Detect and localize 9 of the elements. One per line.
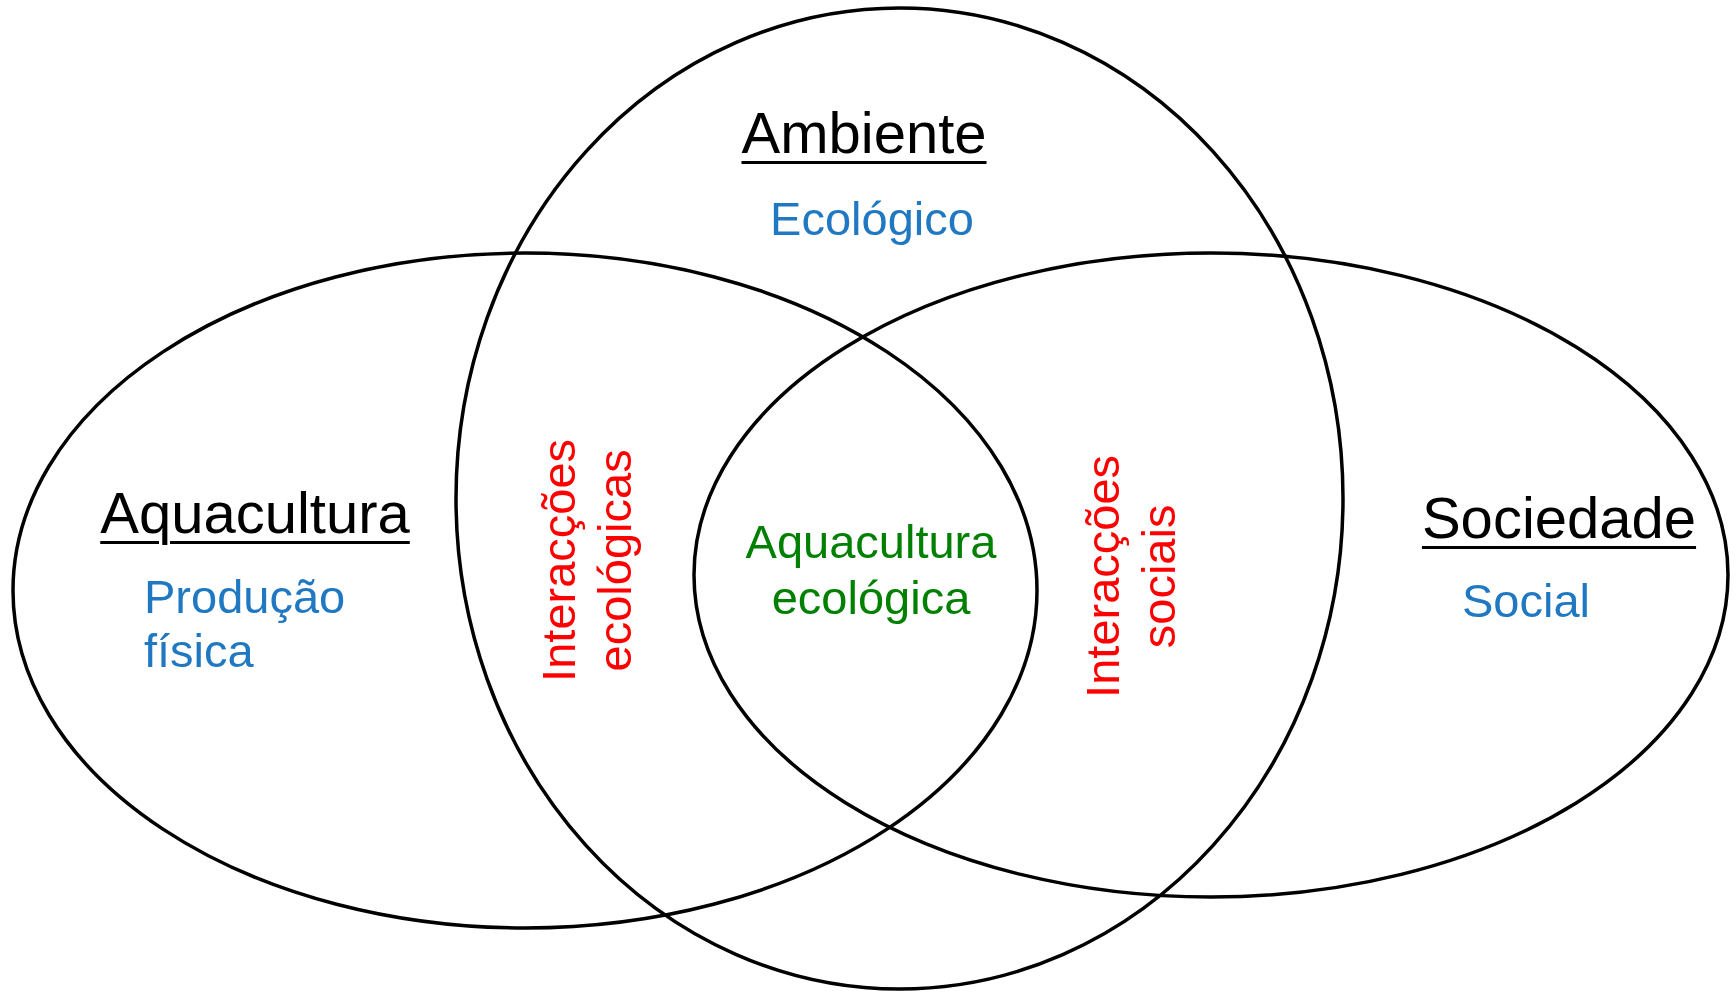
set-heading: Sociedade <box>1421 485 1697 552</box>
set-subtitle: Social <box>1462 574 1590 629</box>
set-heading: Ambiente <box>741 100 987 167</box>
set-subtitle: Ecológico <box>770 192 974 247</box>
overlap-label: Interacções ecológicas <box>530 437 642 684</box>
set-subtitle: Produção física <box>144 570 347 679</box>
overlap-label: Aquacultura ecológica <box>744 513 998 626</box>
set-heading: Aquacultura <box>100 480 410 547</box>
overlap-label: Interacções sociais <box>1074 453 1186 700</box>
